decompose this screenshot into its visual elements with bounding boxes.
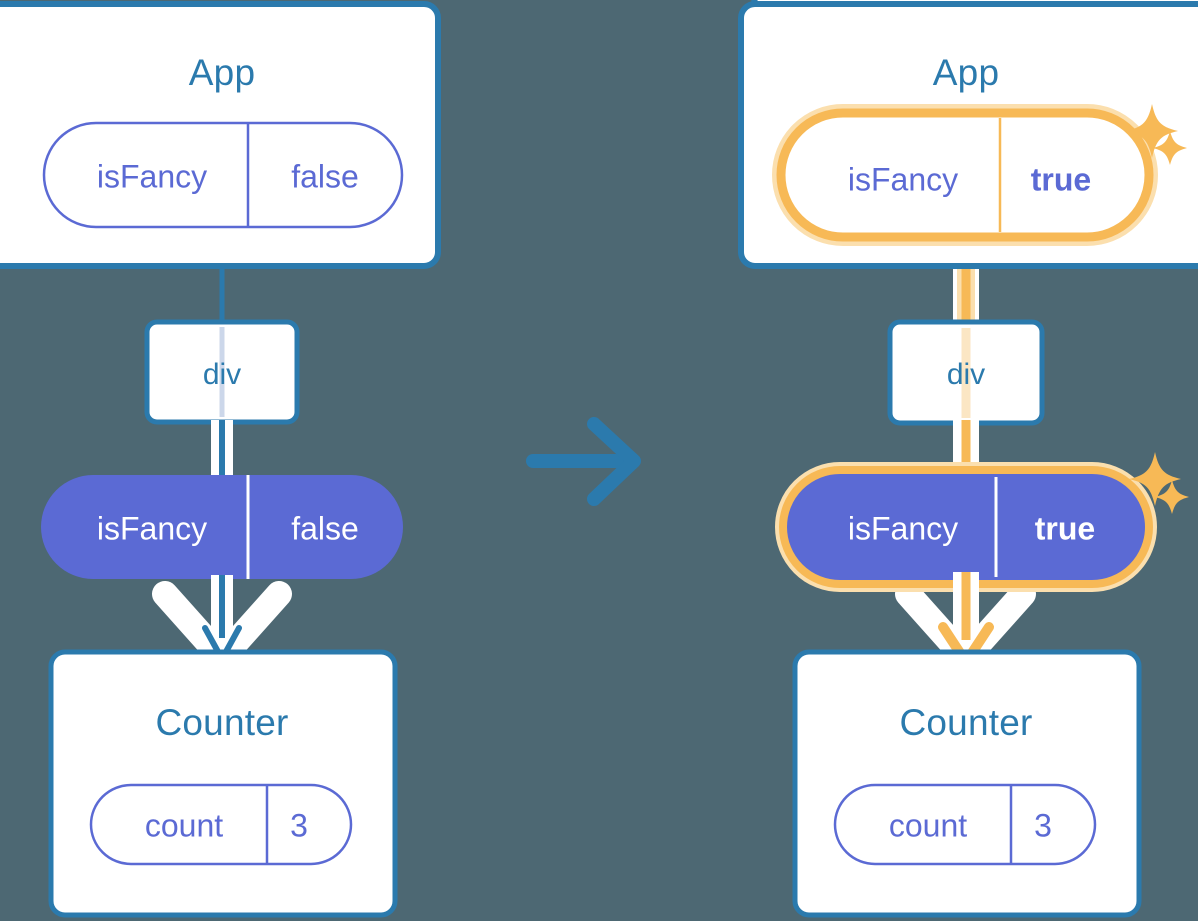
after-prop-sparkle-group [1129,452,1189,514]
sparkle-icon-small [1155,480,1189,514]
after-app-pill-ring [776,108,1154,242]
sparkle-icon-small [1153,131,1187,165]
after-prop-pill-ring [779,466,1153,588]
before-counter-pill [89,783,353,866]
sparkle-icon-large [1129,452,1181,506]
before-app-pill [42,121,404,229]
before-prop-pill [41,475,403,579]
before-counter-box [48,649,398,918]
transition-arrow-right-icon [526,417,641,506]
before-prop-fan-arrows [152,581,292,663]
after-counter-pill [833,783,1097,866]
sparkle-icon-large [1126,104,1178,158]
after-app-sparkle-group [1126,104,1187,165]
after-counter-box [792,649,1142,918]
